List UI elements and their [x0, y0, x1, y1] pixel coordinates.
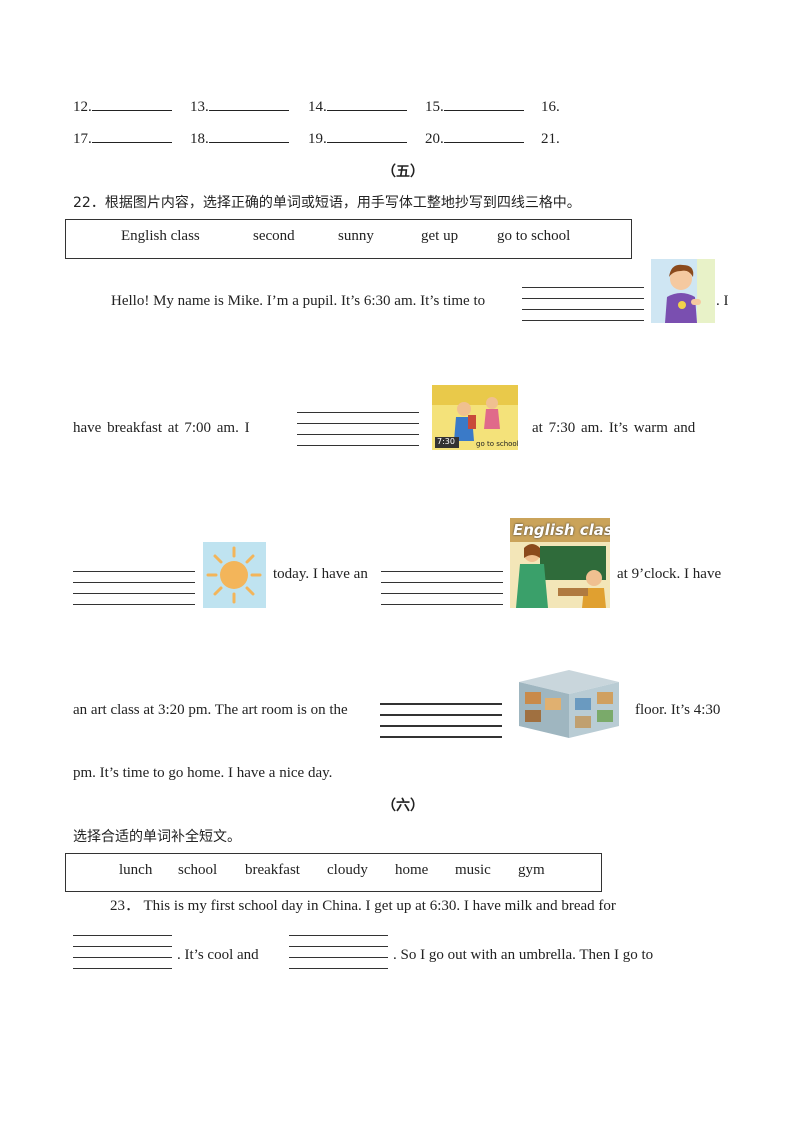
word-bank-item: English class	[121, 228, 200, 244]
english-class-image: English class	[510, 518, 610, 608]
section-6-instruction: 选择合适的单词补全短文。	[73, 829, 241, 845]
word-bank-item: gym	[518, 862, 545, 878]
english-class-label: English class	[513, 521, 610, 539]
four-line-grid-7[interactable]	[289, 935, 388, 969]
passage-line-5: pm. It’s time to go home. I have a nice …	[73, 765, 333, 781]
word-bank-item: breakfast	[245, 862, 300, 878]
sunny-image	[203, 542, 266, 608]
passage-line-4-end: floor. It’s 4:30	[635, 702, 721, 718]
section-5-word-bank: English class second sunny get up go to …	[65, 219, 632, 259]
word-bank-item: home	[395, 862, 429, 878]
word-bank-item: cloudy	[327, 862, 368, 878]
word-bank-item: go to school	[497, 228, 571, 244]
word-bank-item: get up	[421, 228, 459, 244]
blank-12[interactable]: 12.	[73, 99, 172, 116]
four-line-grid-1[interactable]	[522, 287, 644, 321]
blank-20[interactable]: 20.	[425, 131, 524, 148]
passage-line-2-start: have breakfast at 7:00 am. I	[73, 420, 250, 436]
section-6-passage-line-2a: . It’s cool and	[177, 947, 259, 963]
blank-14[interactable]: 14.	[308, 99, 407, 116]
passage-line-4-start: an art class at 3:20 pm. The art room is…	[73, 702, 348, 718]
passage-line-1-end: . I	[716, 293, 729, 309]
four-line-grid-2[interactable]	[297, 412, 419, 446]
blank-19[interactable]: 19.	[308, 131, 407, 148]
blank-13[interactable]: 13.	[190, 99, 289, 116]
school-building-image	[511, 668, 627, 740]
four-line-grid-6[interactable]	[73, 935, 172, 969]
blank-21: 21.	[541, 131, 560, 147]
four-line-grid-3[interactable]	[73, 571, 195, 605]
passage-line-3-mid: today. I have an	[273, 566, 368, 582]
blank-18[interactable]: 18.	[190, 131, 289, 148]
word-bank-item: school	[178, 862, 218, 878]
word-bank-item: sunny	[338, 228, 374, 244]
section-6-passage-line-1: 23． This is my first school day in China…	[110, 898, 616, 914]
four-line-grid-5[interactable]	[380, 703, 502, 738]
section-5-heading: （五）	[382, 164, 424, 180]
four-line-grid-4[interactable]	[381, 571, 503, 605]
clock-time-label: 7:30	[437, 437, 455, 446]
section-6-passage-line-2b: . So I go out with an umbrella. Then I g…	[393, 947, 654, 963]
word-bank-item: music	[455, 862, 491, 878]
section-6-word-bank: lunch school breakfast cloudy home music…	[65, 853, 602, 892]
section-5-instruction: 22．根据图片内容，选择正确的单词或短语，用手写体工整地抄写到四线三格中。	[73, 195, 581, 211]
blank-15[interactable]: 15.	[425, 99, 524, 116]
go-to-school-image: 7:30 go to school	[432, 385, 518, 450]
blank-17[interactable]: 17.	[73, 131, 172, 148]
passage-line-1: Hello! My name is Mike. I’m a pupil. It’…	[111, 293, 486, 309]
boy-getting-up-image	[651, 259, 715, 323]
passage-line-2-end: at 7:30 am. It’s warm and	[532, 420, 696, 436]
section-6-heading: （六）	[382, 798, 424, 814]
word-bank-item: second	[253, 228, 295, 244]
word-bank-item: lunch	[119, 862, 153, 878]
blank-16: 16.	[541, 99, 560, 115]
passage-line-3-end: at 9’clock. I have	[617, 566, 722, 582]
go-to-school-label: go to school	[476, 440, 518, 448]
